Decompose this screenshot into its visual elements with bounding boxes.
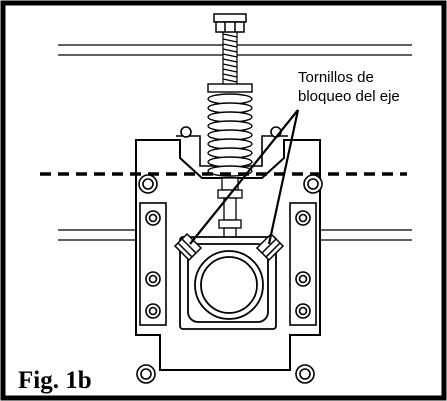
callout-leaders [189,109,300,245]
figure-label: Fig. 1b [18,367,92,394]
top-nut [213,13,247,33]
callout-label: Tornillos de bloqueo del eje [298,68,400,106]
coil-spring [207,83,253,177]
left-side-plate [139,202,167,326]
callout-line-1: Tornillos de [298,69,374,86]
axle-lock-screw-right [255,232,285,262]
corner-bolts [136,174,323,384]
threaded-rod [222,29,238,86]
axle-housing [179,236,277,330]
callout-line-2: bloqueo del eje [298,88,400,105]
axle-lock-screw-left [173,232,203,262]
lower-rail [58,229,412,241]
right-side-plate [289,202,317,326]
